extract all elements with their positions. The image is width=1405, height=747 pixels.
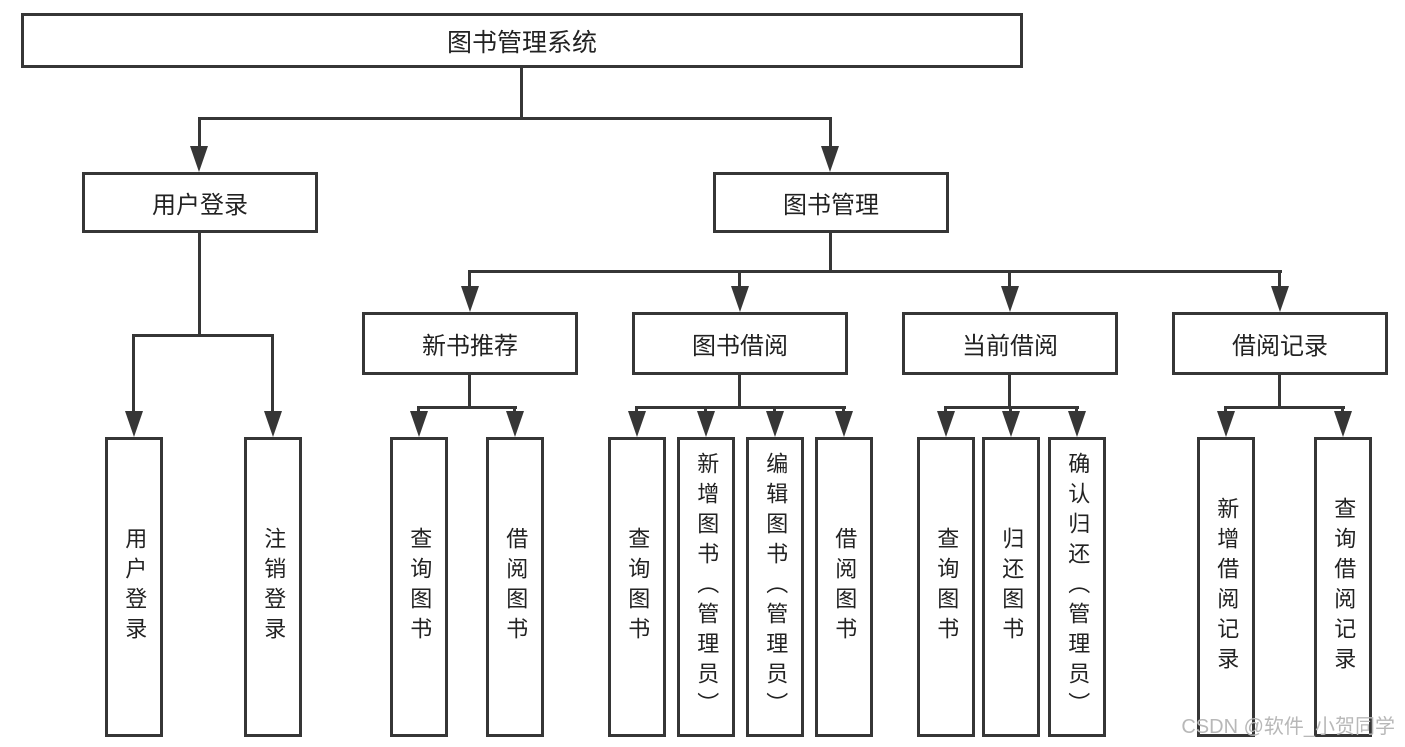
connector-stub-leaf [1075,406,1078,414]
connector-stub-new-book [468,270,471,288]
node-new-book-recommend: 新书推荐 [362,312,578,375]
arrow-down-icon [697,411,715,437]
connector-stub-book-borrow [738,270,741,288]
node-borrow-records: 借阅记录 [1172,312,1388,375]
arrow-down-icon [461,286,479,312]
arrow-down-icon [1068,411,1086,437]
connector-stub-leaf [132,334,135,413]
leaf-user-login: 用户登录 [105,437,163,737]
leaf-query-book-current-label: 查询图书 [934,527,960,647]
leaf-query-book-borrow: 查询图书 [608,437,666,737]
arrow-down-icon [410,411,428,437]
leaf-query-borrow-record: 查询借阅记录 [1314,437,1372,737]
node-user-login: 用户登录 [82,172,318,233]
arrow-down-icon [731,286,749,312]
arrow-down-icon [1217,411,1235,437]
connector-root-trunk [520,68,523,117]
connector-stub-leaf [704,406,707,414]
leaf-add-borrow-record-label: 新增借阅记录 [1214,497,1240,677]
leaf-borrow-book-label: 借阅图书 [832,527,858,647]
leaf-query-book-recommend: 查询图书 [390,437,448,737]
connector-stub-leaf [417,406,420,414]
connector-user-login-branch [132,334,274,337]
connector-stub-leaf [944,406,947,414]
leaf-borrow-book-recommend-label: 借阅图书 [503,527,529,647]
arrow-down-icon [506,411,524,437]
node-borrow-records-label: 借阅记录 [1232,333,1328,360]
node-current-borrow-label: 当前借阅 [962,333,1058,360]
node-book-borrow-label: 图书借阅 [692,333,788,360]
connector-stub-leaf [842,406,845,414]
leaf-borrow-book: 借阅图书 [815,437,873,737]
connector-book-manage-trunk [829,233,832,272]
arrow-down-icon [766,411,784,437]
leaf-add-borrow-record: 新增借阅记录 [1197,437,1255,737]
leaf-add-book-admin: 新增图书（管理员） [677,437,735,737]
leaf-confirm-return-admin: 确认归还（管理员） [1048,437,1106,737]
connector-stub-leaf [513,406,516,414]
connector-new-book-branch [417,406,517,409]
leaf-add-book-admin-label: 新增图书（管理员） [694,452,720,722]
leaf-return-book: 归还图书 [982,437,1040,737]
connector-stub-leaf [1224,406,1227,414]
connector-stub-leaf [1341,406,1344,414]
arrow-down-icon [264,411,282,437]
connector-book-borrow-trunk [738,375,741,408]
leaf-edit-book-admin: 编辑图书（管理员） [746,437,804,737]
leaf-query-book-current: 查询图书 [917,437,975,737]
connector-book-borrow-branch [635,406,846,409]
connector-stub-current-borrow [1008,270,1011,288]
arrow-down-icon [628,411,646,437]
node-current-borrow: 当前借阅 [902,312,1118,375]
node-book-manage: 图书管理 [713,172,949,233]
arrow-down-icon [190,146,208,172]
watermark-text: CSDN @软件_小贺同学 [1181,716,1395,738]
connector-user-login-trunk [198,233,201,336]
connector-borrow-records-trunk [1278,375,1281,408]
arrow-down-icon [1001,286,1019,312]
node-library-system: 图书管理系统 [21,13,1023,68]
arrow-down-icon [821,146,839,172]
connector-stub-leaf [1009,406,1012,414]
leaf-logout: 注销登录 [244,437,302,737]
leaf-borrow-book-recommend: 借阅图书 [486,437,544,737]
node-book-manage-label: 图书管理 [783,192,879,219]
connector-new-book-trunk [468,375,471,408]
arrow-down-icon [1002,411,1020,437]
connector-stub-leaf [271,334,274,413]
connector-stub-user-login [198,117,201,148]
leaf-logout-label: 注销登录 [261,527,287,647]
arrow-down-icon [835,411,853,437]
leaf-return-book-label: 归还图书 [999,527,1025,647]
leaf-query-borrow-record-label: 查询借阅记录 [1331,497,1357,677]
node-new-book-recommend-label: 新书推荐 [422,333,518,360]
leaf-query-book-borrow-label: 查询图书 [625,527,651,647]
leaf-confirm-return-admin-label: 确认归还（管理员） [1065,452,1091,722]
arrow-down-icon [1334,411,1352,437]
connector-current-borrow-trunk [1008,375,1011,408]
connector-stub-book-manage [829,117,832,148]
leaf-user-login-label: 用户登录 [122,527,148,647]
connector-root-branch [198,117,832,120]
arrow-down-icon [937,411,955,437]
node-user-login-label: 用户登录 [152,192,248,219]
connector-stub-borrow-records [1278,270,1281,288]
leaf-query-book-recommend-label: 查询图书 [407,527,433,647]
arrow-down-icon [125,411,143,437]
connector-stub-leaf [635,406,638,414]
arrow-down-icon [1271,286,1289,312]
node-book-borrow: 图书借阅 [632,312,848,375]
leaf-edit-book-admin-label: 编辑图书（管理员） [763,452,789,722]
node-library-system-label: 图书管理系统 [446,28,597,57]
connector-borrow-records-branch [1224,406,1345,409]
connector-stub-leaf [773,406,776,414]
connector-book-manage-branch [468,270,1282,273]
